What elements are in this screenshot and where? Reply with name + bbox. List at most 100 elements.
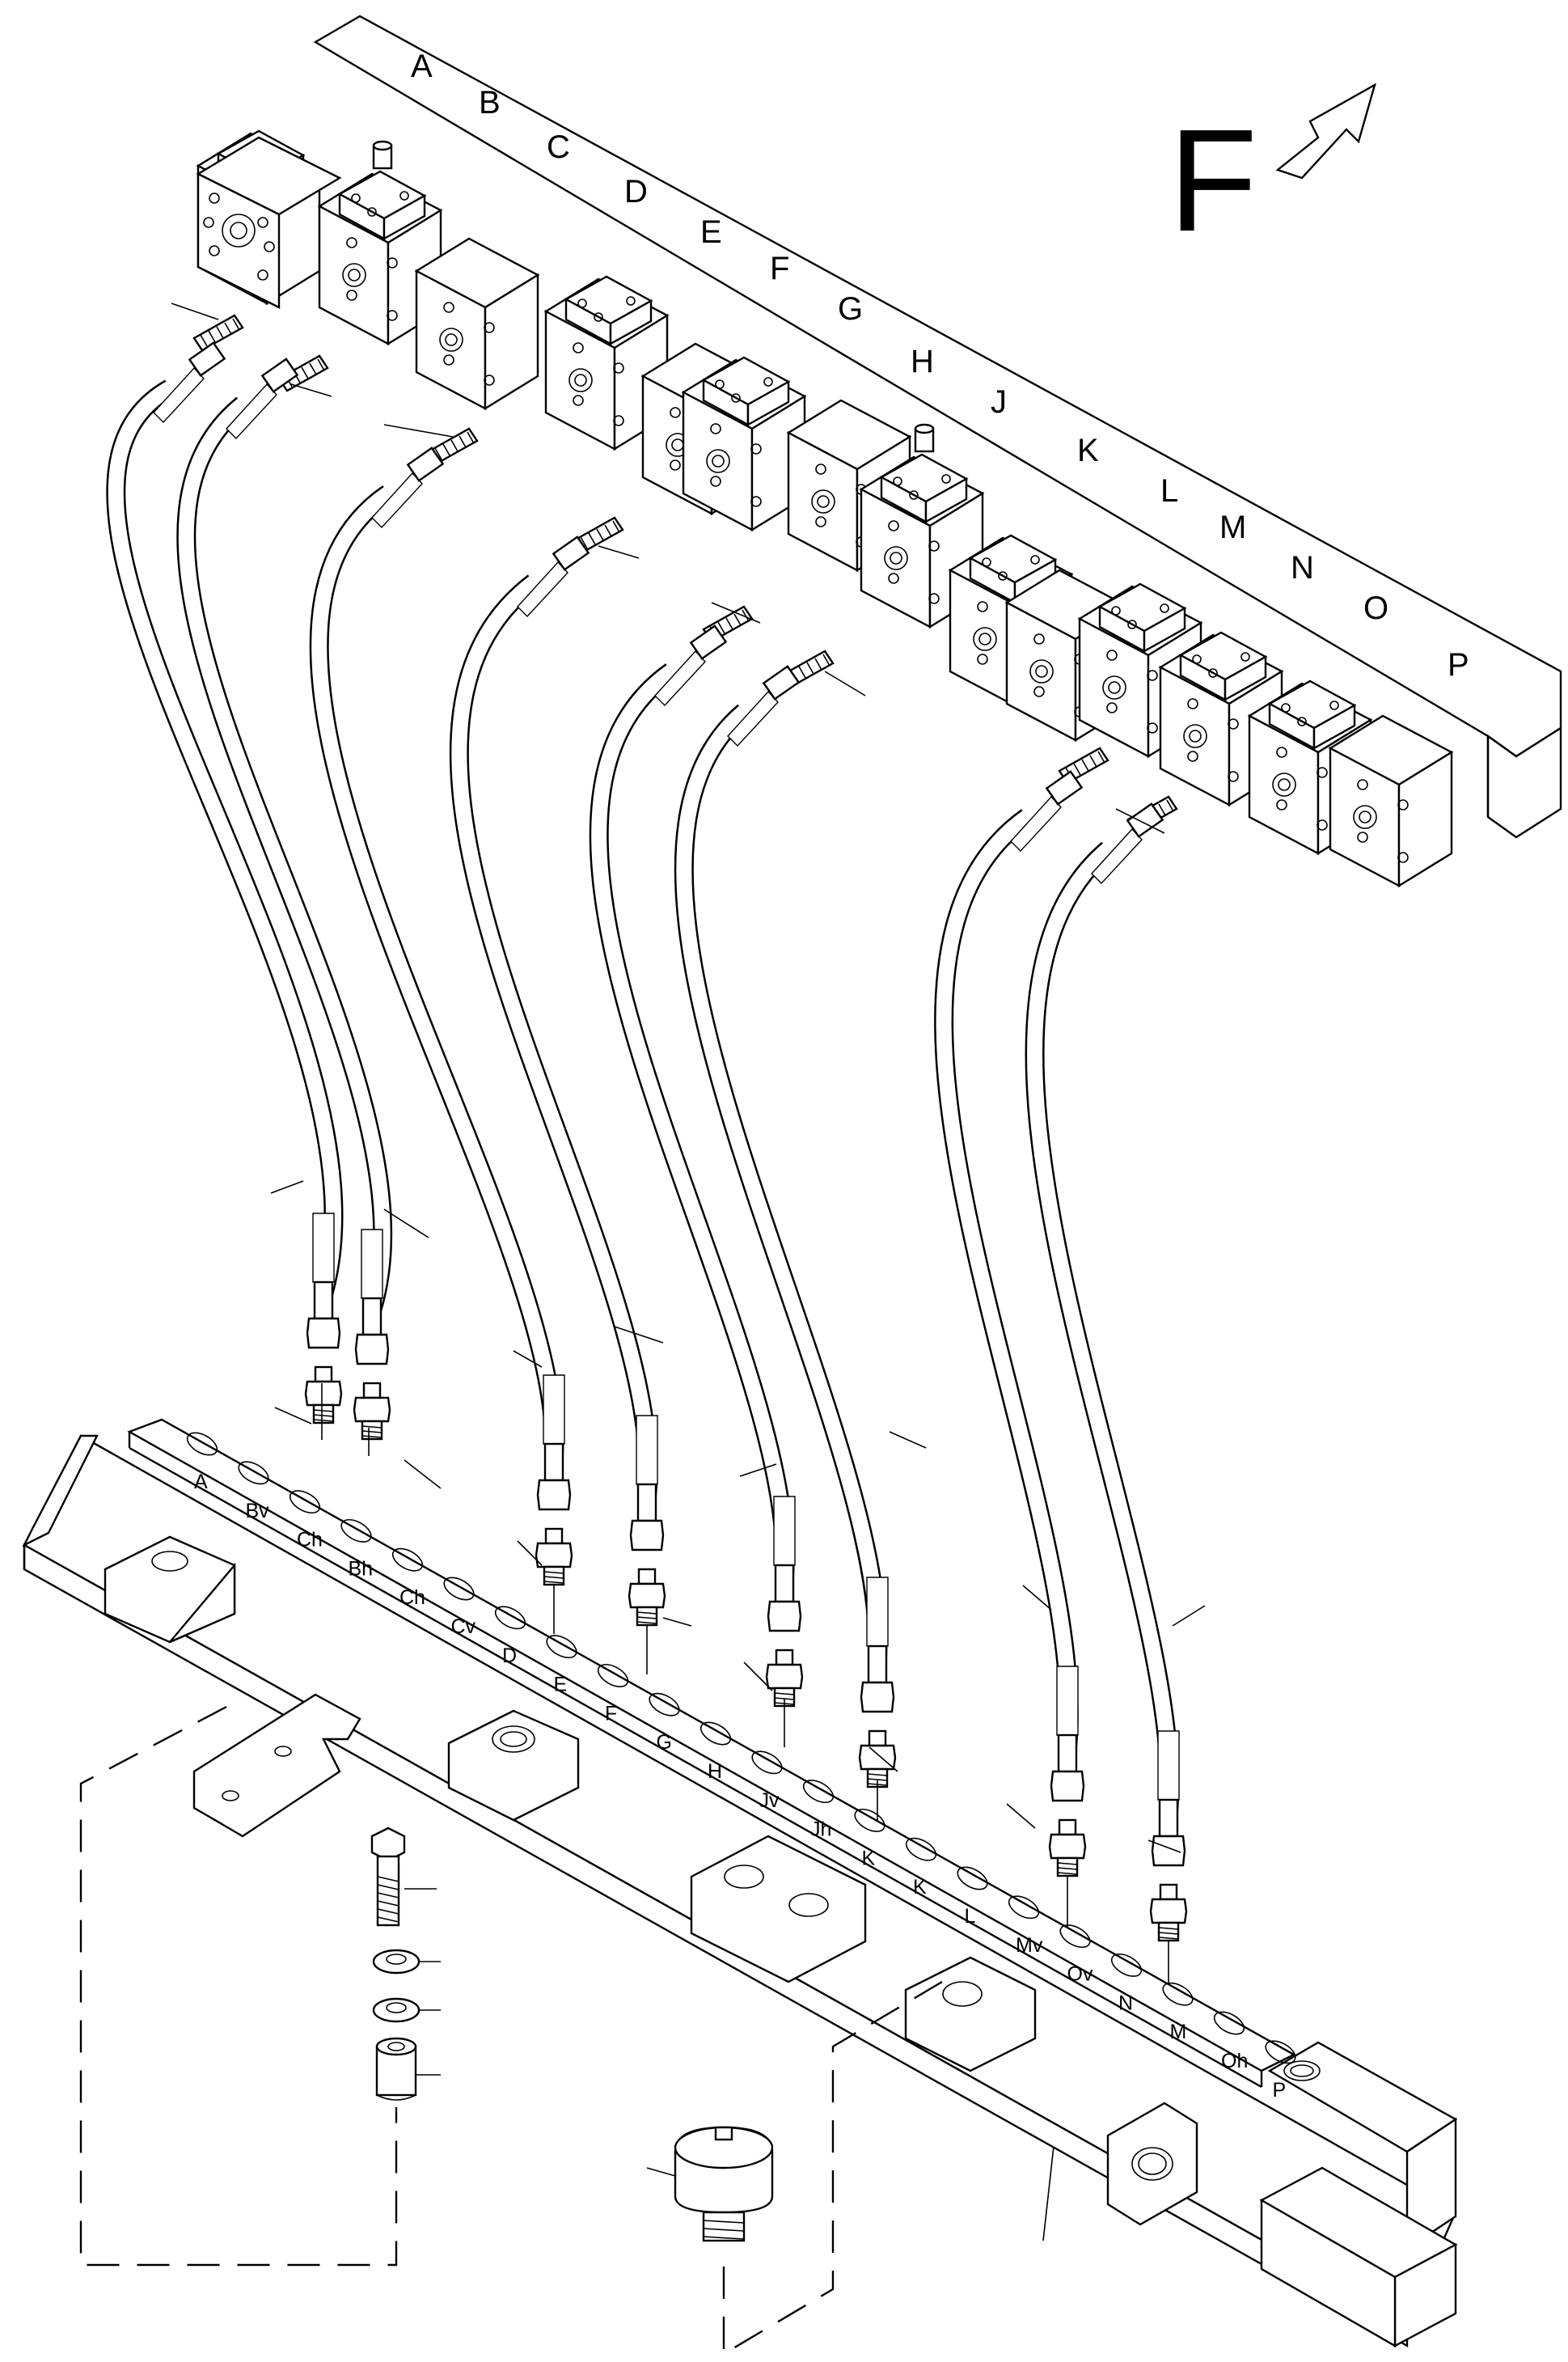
bolt-stack bbox=[370, 1827, 421, 2101]
leader-line bbox=[513, 1350, 543, 1368]
valve-block bbox=[414, 237, 540, 411]
rail-port-label: Mv bbox=[1016, 1934, 1043, 1957]
rail-port-label: Bv bbox=[246, 1500, 270, 1522]
valve-label: N bbox=[1291, 550, 1314, 586]
leader-line bbox=[517, 1540, 543, 1566]
rail-port bbox=[1110, 1953, 1143, 1977]
leader-line bbox=[1147, 1839, 1181, 1853]
straight-fitting bbox=[628, 1568, 666, 1627]
hydraulic-hose bbox=[449, 535, 665, 1551]
rail-port-label: F bbox=[605, 1702, 617, 1725]
leader-line bbox=[383, 424, 454, 438]
hydraulic-hose bbox=[309, 447, 572, 1511]
rail-port bbox=[854, 1808, 885, 1832]
lower-fittings bbox=[304, 1365, 1188, 1942]
valve-block bbox=[1328, 714, 1454, 888]
straight-fitting bbox=[1149, 1883, 1188, 1942]
leader-line bbox=[711, 602, 761, 624]
manifold-end-block bbox=[196, 136, 342, 309]
rail-port bbox=[238, 1461, 269, 1485]
leader-line bbox=[171, 303, 219, 320]
rail-port-label: Jv bbox=[759, 1789, 780, 1812]
rail-port bbox=[597, 1663, 629, 1687]
leader-line bbox=[404, 1459, 442, 1489]
dashed-connections bbox=[79, 1705, 943, 2356]
leader-line bbox=[1115, 808, 1165, 834]
leader-line bbox=[274, 1407, 312, 1424]
rail-port bbox=[699, 1721, 732, 1746]
rail-port-label: P bbox=[1273, 2079, 1287, 2102]
leader-line bbox=[889, 1431, 927, 1449]
leader-line bbox=[646, 2167, 676, 2177]
leader-line bbox=[662, 1617, 692, 1627]
rail-port bbox=[391, 1547, 424, 1572]
valve-label: E bbox=[700, 214, 722, 250]
rail-port-label: L bbox=[965, 1905, 976, 1928]
rail-port-label: Oh bbox=[1221, 2050, 1248, 2072]
hoses bbox=[106, 341, 1186, 1867]
rail-port bbox=[443, 1577, 475, 1601]
valve-label: L bbox=[1160, 473, 1178, 509]
rail-port-label: N bbox=[1118, 1992, 1133, 2014]
rail-port-label: Ch bbox=[399, 1586, 425, 1609]
rail-port bbox=[1265, 2040, 1296, 2064]
rail-port bbox=[340, 1518, 372, 1543]
rail-port-label: Ch bbox=[297, 1529, 323, 1551]
hydraulic-hose bbox=[176, 358, 392, 1365]
straight-fitting bbox=[353, 1382, 391, 1441]
leader-line bbox=[739, 1463, 777, 1477]
leader-line bbox=[743, 1661, 773, 1691]
rail-port-label: K bbox=[913, 1876, 927, 1898]
valve-label: G bbox=[838, 291, 863, 327]
rail-port bbox=[289, 1490, 321, 1514]
leader-line bbox=[1006, 1803, 1036, 1829]
rail-port bbox=[649, 1692, 680, 1716]
valve-label: A bbox=[411, 49, 433, 84]
rail-port bbox=[1213, 2011, 1245, 2035]
valve-label: M bbox=[1219, 510, 1246, 545]
hydraulic-hose bbox=[674, 665, 895, 1713]
rail-port-label: M bbox=[1170, 2021, 1187, 2043]
valve-block bbox=[681, 356, 807, 532]
leader-line bbox=[1172, 1605, 1206, 1627]
valve-label: F bbox=[770, 251, 789, 286]
top-manifold-bar bbox=[313, 15, 1562, 839]
rail-port-label: E bbox=[554, 1674, 568, 1696]
rail-port bbox=[1008, 1895, 1040, 1920]
hydraulic-hose bbox=[106, 341, 344, 1349]
valve-blocks bbox=[196, 129, 1454, 888]
leader-line bbox=[869, 1746, 898, 1772]
straight-fitting bbox=[765, 1649, 804, 1708]
rail-port-label: Bh bbox=[349, 1557, 374, 1580]
straight-fitting bbox=[535, 1527, 573, 1586]
valve-label: C bbox=[547, 129, 570, 165]
direction-label: F bbox=[1169, 99, 1257, 262]
rail-ports bbox=[186, 1432, 1296, 2064]
hydraulic-hose bbox=[1025, 802, 1186, 1867]
leader-line bbox=[1022, 1585, 1052, 1611]
breather-plug bbox=[674, 2126, 774, 2242]
rail-port-label: A bbox=[194, 1471, 208, 1493]
valve-label: H bbox=[911, 344, 934, 379]
direction-arrow-icon bbox=[1275, 83, 1376, 180]
valve-label: K bbox=[1077, 433, 1099, 468]
rail-port bbox=[546, 1635, 577, 1659]
rail-port bbox=[186, 1432, 218, 1456]
bottom-rail bbox=[22, 1418, 1458, 2348]
hydraulic-hose bbox=[589, 624, 802, 1632]
rail-port bbox=[1059, 1924, 1091, 1949]
rail-port-label: H bbox=[708, 1760, 722, 1783]
rail-port bbox=[957, 1866, 988, 1890]
valve-label: D bbox=[624, 174, 648, 210]
rail-port bbox=[494, 1606, 526, 1630]
leader-line bbox=[270, 1180, 304, 1194]
straight-fitting bbox=[304, 1365, 343, 1424]
straight-fitting bbox=[1048, 1818, 1087, 1877]
rail-port-label: G bbox=[657, 1731, 672, 1754]
valve-label: P bbox=[1448, 647, 1469, 683]
leader-line bbox=[383, 1209, 429, 1238]
elbow-fitting bbox=[277, 354, 329, 392]
leader-line bbox=[290, 383, 332, 397]
